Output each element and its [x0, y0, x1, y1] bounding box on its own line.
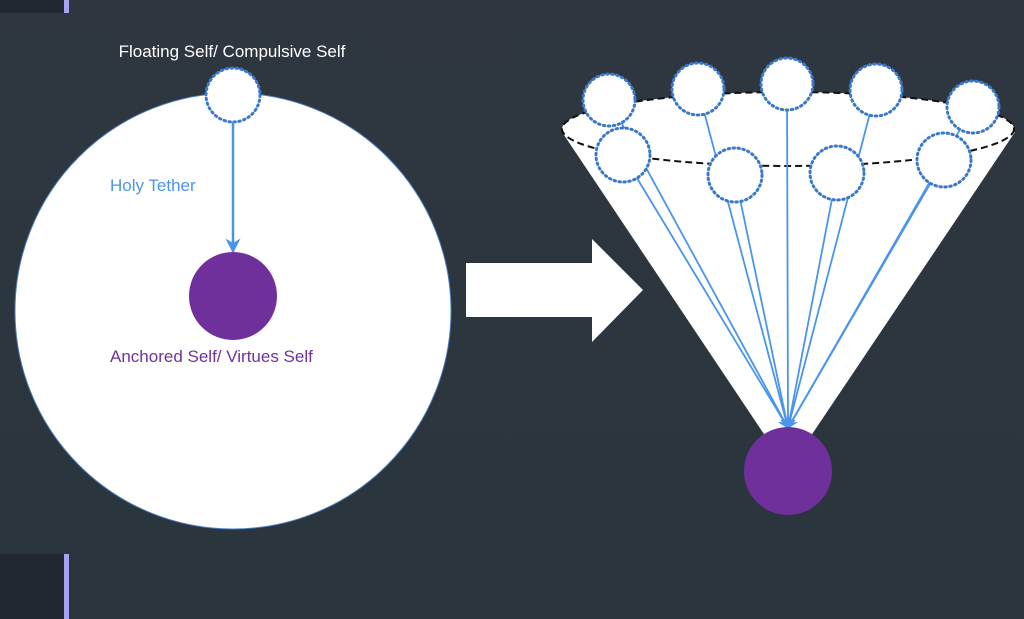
floating-self-nodes: [581, 56, 1001, 204]
floating-self-node-2: [670, 61, 726, 117]
corner-panel-bottom: [0, 554, 64, 619]
corner-panel-top: [0, 0, 64, 13]
tether-line-1: [620, 122, 789, 429]
floating-self-label: Floating Self/ Compulsive Self: [119, 42, 346, 61]
anchored-self-label: Anchored Self/ Virtues Self: [110, 347, 313, 366]
floating-self-node-4: [848, 62, 904, 118]
floating-self-node-8: [808, 144, 866, 202]
floating-self-node-5: [945, 79, 1001, 135]
tether-lines: [620, 109, 961, 430]
floating-self-node-7: [706, 146, 764, 204]
floating-self-node-9: [915, 131, 973, 189]
floating-self-node-3: [759, 56, 815, 112]
tether-line-7: [739, 201, 792, 430]
corner-accent-bar-top: [64, 0, 69, 13]
tether-line-6: [636, 177, 789, 429]
right-diagram: [561, 56, 1015, 515]
floating-self-node-6: [594, 126, 652, 184]
left-diagram: Floating Self/ Compulsive Self Holy Teth…: [14, 42, 452, 530]
tether-line-3: [782, 109, 794, 430]
floating-self-node: [204, 66, 262, 124]
anchored-self-node-right: [744, 427, 832, 515]
transition-arrow: [466, 239, 643, 342]
tether-line-9: [787, 182, 932, 429]
corner-accent-bar-bottom: [64, 554, 69, 619]
holy-tether-label: Holy Tether: [110, 176, 196, 195]
anchored-self-node: [189, 252, 277, 340]
tether-line-8: [784, 199, 833, 430]
floating-self-node-1: [581, 72, 637, 128]
